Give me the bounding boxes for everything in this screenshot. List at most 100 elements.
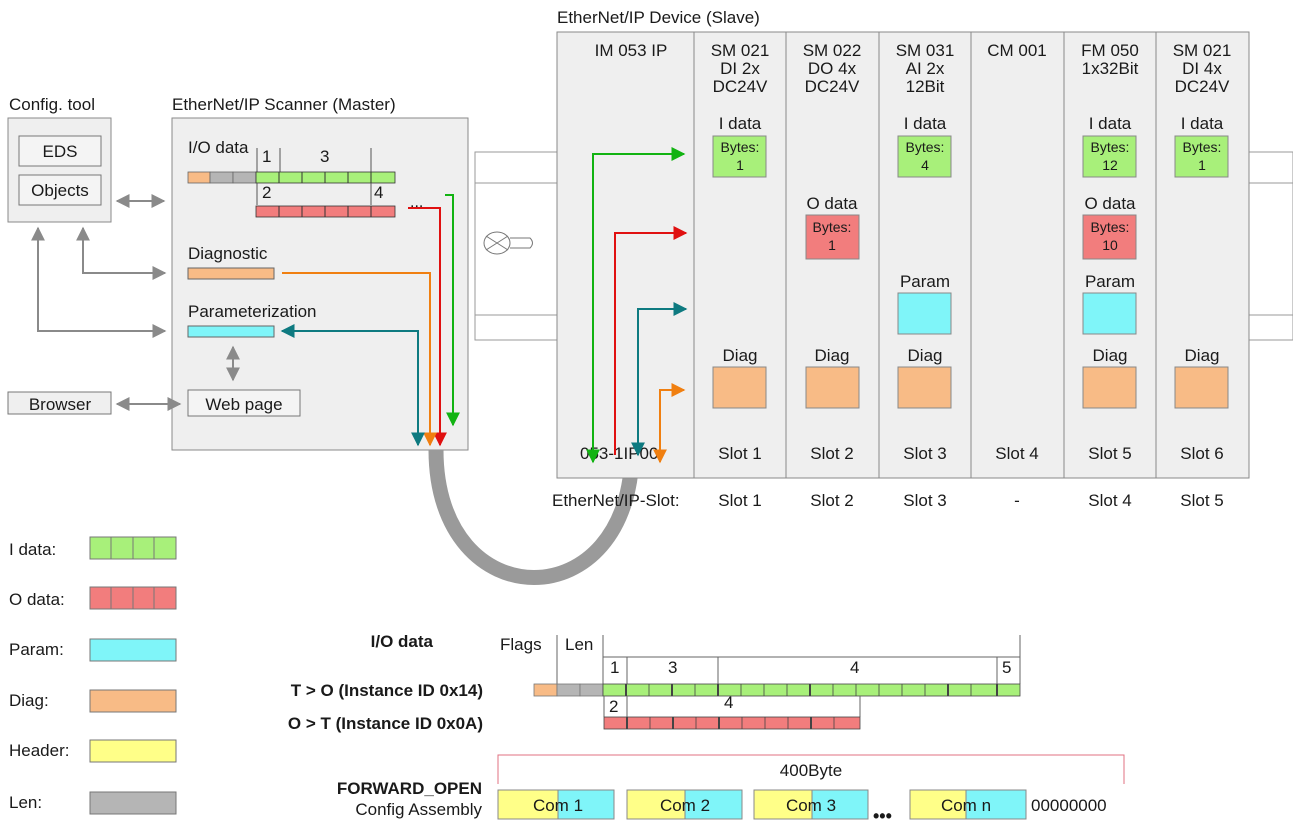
svg-text:AI 2x: AI 2x bbox=[906, 59, 945, 78]
module-6: SM 021 DI 4x DC24V I data Bytes: 1 Diag … bbox=[1173, 41, 1232, 463]
legend: I data: O data: Param: Diag: Header: Len… bbox=[9, 536, 177, 815]
o-t-num-4: 4 bbox=[724, 693, 733, 712]
svg-text:Slot 6: Slot 6 bbox=[1180, 444, 1223, 463]
browser-box bbox=[7, 391, 112, 415]
svg-text:I data: I data bbox=[719, 114, 762, 133]
svg-text:3: 3 bbox=[668, 658, 677, 677]
diagnostic-bar bbox=[187, 267, 275, 280]
svg-text:Param:: Param: bbox=[9, 640, 64, 659]
eip-slot-none: - bbox=[1014, 491, 1020, 510]
eip-slot-2: Slot 2 bbox=[810, 491, 853, 510]
svg-text:DI 2x: DI 2x bbox=[720, 59, 760, 78]
svg-text:1: 1 bbox=[736, 157, 744, 173]
svg-text:Slot 1: Slot 1 bbox=[718, 444, 761, 463]
svg-text:12: 12 bbox=[1102, 157, 1118, 173]
forward-open-title: FORWARD_OPEN bbox=[337, 779, 482, 798]
objects-box bbox=[18, 174, 102, 206]
diagnostic-label: Diagnostic bbox=[188, 244, 268, 263]
svg-text:SM 021: SM 021 bbox=[1173, 41, 1232, 60]
scanner-io-data-label: I/O data bbox=[188, 138, 249, 157]
com-2-block: Com 2 bbox=[626, 789, 743, 820]
svg-text:Slot 2: Slot 2 bbox=[810, 444, 853, 463]
scanner-num-1: 1 bbox=[262, 147, 271, 166]
svg-text:5: 5 bbox=[1002, 658, 1011, 677]
svg-text:Header:: Header: bbox=[9, 741, 69, 760]
svg-text:Param: Param bbox=[900, 272, 950, 291]
web-page-label: Web page bbox=[205, 395, 282, 414]
svg-text:Bytes:: Bytes: bbox=[906, 139, 945, 155]
svg-text:DC24V: DC24V bbox=[1175, 77, 1230, 96]
eip-slot-3: Slot 3 bbox=[903, 491, 946, 510]
svg-text:DI 4x: DI 4x bbox=[1182, 59, 1222, 78]
svg-text:Diag: Diag bbox=[1093, 346, 1128, 365]
assembly-io-title: I/O data bbox=[371, 632, 434, 651]
scanner-io-bar bbox=[187, 171, 396, 184]
svg-text:Com n: Com n bbox=[941, 796, 991, 815]
eip-slot-5: Slot 5 bbox=[1180, 491, 1223, 510]
scanner-dots: ... bbox=[410, 194, 423, 211]
svg-text:Diag: Diag bbox=[908, 346, 943, 365]
svg-text:SM 021: SM 021 bbox=[711, 41, 770, 60]
svg-text:DC24V: DC24V bbox=[805, 77, 860, 96]
com-n-block: Com n bbox=[909, 789, 1027, 820]
o-t-bar bbox=[603, 716, 861, 730]
svg-text:I data: I data bbox=[1181, 114, 1224, 133]
screw-icon bbox=[483, 231, 533, 255]
svg-text:12Bit: 12Bit bbox=[906, 77, 945, 96]
o-t-num-2: 2 bbox=[609, 697, 618, 716]
scanner-num-4: 4 bbox=[374, 183, 383, 202]
svg-text:Slot 3: Slot 3 bbox=[903, 444, 946, 463]
svg-text:O data:: O data: bbox=[9, 590, 65, 609]
eip-slot-4: Slot 4 bbox=[1088, 491, 1131, 510]
svg-text:I data: I data bbox=[904, 114, 947, 133]
svg-text:10: 10 bbox=[1102, 237, 1118, 253]
svg-text:CM 001: CM 001 bbox=[987, 41, 1047, 60]
svg-text:Flags: Flags bbox=[500, 635, 542, 654]
svg-text:Diag: Diag bbox=[815, 346, 850, 365]
module-5: FM 050 1x32Bit I data Bytes: 12 O data B… bbox=[1081, 41, 1139, 463]
module-1: SM 021 DI 2x DC24V I data Bytes: 1 Diag … bbox=[711, 41, 770, 463]
eip-slot-1: Slot 1 bbox=[718, 491, 761, 510]
eds-box bbox=[18, 135, 102, 167]
config-tool-title: Config. tool bbox=[9, 95, 95, 114]
legend-param-swatch bbox=[89, 638, 177, 662]
svg-text:Bytes:: Bytes: bbox=[721, 139, 760, 155]
module-4: CM 001 Slot 4 bbox=[987, 41, 1047, 463]
svg-text:I data: I data bbox=[1089, 114, 1132, 133]
svg-text:Diag: Diag bbox=[1185, 346, 1220, 365]
svg-text:4: 4 bbox=[921, 157, 929, 173]
data-flow-arrows bbox=[280, 147, 688, 464]
com-1-block: Com 1 bbox=[497, 789, 615, 820]
config-zeros: 00000000 bbox=[1031, 796, 1107, 815]
svg-text:Slot 4: Slot 4 bbox=[995, 444, 1038, 463]
ethernet-cable bbox=[428, 449, 640, 585]
parameterization-bar bbox=[187, 325, 275, 338]
svg-text:Com 2: Com 2 bbox=[660, 796, 710, 815]
svg-text:DO 4x: DO 4x bbox=[808, 59, 857, 78]
scanner-num-2: 2 bbox=[262, 183, 271, 202]
parameterization-label: Parameterization bbox=[188, 302, 317, 321]
browser-label: Browser bbox=[29, 395, 92, 414]
legend-diag-swatch bbox=[89, 689, 177, 713]
eip-slot-label: EtherNet/IP-Slot: bbox=[552, 491, 680, 510]
svg-text:I data:: I data: bbox=[9, 540, 56, 559]
svg-text:SM 031: SM 031 bbox=[896, 41, 955, 60]
svg-text:1: 1 bbox=[1198, 157, 1206, 173]
config-tool-box bbox=[7, 117, 112, 223]
im-slot-label: 053-1IP00 bbox=[580, 444, 658, 463]
svg-text:Diag: Diag bbox=[723, 346, 758, 365]
legend-i-data-swatch bbox=[89, 536, 177, 560]
svg-text:4: 4 bbox=[850, 658, 859, 677]
assembly-t-o: T > O (Instance ID 0x14) bbox=[291, 681, 483, 700]
legend-o-data-swatch bbox=[89, 586, 177, 610]
scanner-title: EtherNet/IP Scanner (Master) bbox=[172, 95, 396, 114]
module-3: SM 031 AI 2x 12Bit I data Bytes: 4 Param… bbox=[896, 41, 955, 463]
svg-text:Len: Len bbox=[565, 635, 593, 654]
svg-text:O data: O data bbox=[806, 194, 858, 213]
legend-header-swatch bbox=[89, 739, 177, 763]
svg-text:O data: O data bbox=[1084, 194, 1136, 213]
device-title: EtherNet/IP Device (Slave) bbox=[557, 8, 760, 27]
svg-text:Bytes:: Bytes: bbox=[1091, 219, 1130, 235]
svg-text:Bytes:: Bytes: bbox=[1183, 139, 1222, 155]
